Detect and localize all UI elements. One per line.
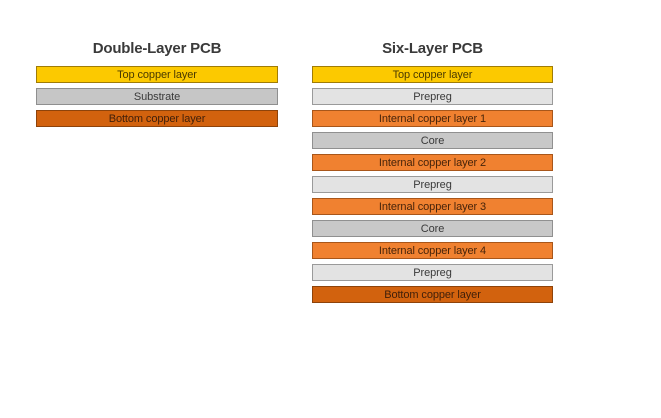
pcb-layer-prepreg: Prepreg xyxy=(312,264,553,281)
pcb-layer-internal-copper: Internal copper layer 2 xyxy=(312,154,553,171)
pcb-layer-bottom-copper: Bottom copper layer xyxy=(36,110,278,127)
pcb-layer-bottom-copper: Bottom copper layer xyxy=(312,286,553,303)
pcb-layer-prepreg: Prepreg xyxy=(312,176,553,193)
pcb-layer-core: Core xyxy=(312,220,553,237)
pcb-layer-internal-copper: Internal copper layer 4 xyxy=(312,242,553,259)
pcb-layer-internal-copper: Internal copper layer 3 xyxy=(312,198,553,215)
stack-title-six-layer: Six-Layer PCB xyxy=(382,40,483,57)
pcb-layer-top-copper: Top copper layer xyxy=(36,66,278,83)
pcb-layer-prepreg: Prepreg xyxy=(312,88,553,105)
pcb-layer-core: Core xyxy=(312,132,553,149)
pcb-layer-internal-copper: Internal copper layer 1 xyxy=(312,110,553,127)
stack-title-double-layer: Double-Layer PCB xyxy=(92,40,222,57)
pcb-layer-substrate: Substrate xyxy=(36,88,278,105)
pcb-layer-top-copper: Top copper layer xyxy=(312,66,553,83)
